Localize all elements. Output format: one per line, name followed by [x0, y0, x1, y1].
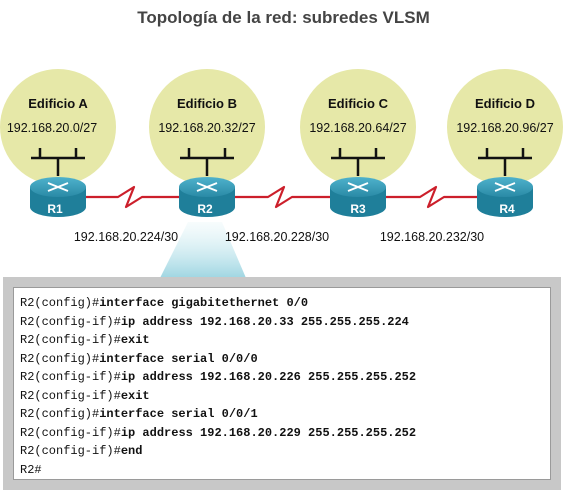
- building-d-name: Edificio D: [475, 96, 535, 111]
- cli-line: R2(config-if)#ip address 192.168.20.33 2…: [20, 313, 544, 332]
- cli-command: exit: [120, 388, 150, 403]
- cli-command: interface gigabitethernet 0/0: [99, 296, 309, 310]
- building-c-name: Edificio C: [328, 96, 389, 111]
- building-b-circle: [149, 69, 265, 185]
- cli-prompt: R2(config-if)#: [20, 425, 121, 440]
- router-r3-label: R3: [350, 202, 366, 216]
- cli-command: exit: [120, 333, 150, 347]
- router-icon: [477, 177, 533, 217]
- cli-line: R2(config-if)#ip address 192.168.20.229 …: [20, 424, 544, 443]
- cli-command: ip address 192.168.20.33 255.255.255.224: [120, 314, 409, 329]
- router-r2-label: R2: [197, 202, 213, 216]
- switch-icon: [31, 148, 85, 176]
- link-r1-r2-network: 192.168.20.224/30: [74, 230, 178, 244]
- building-a-circle: [0, 69, 116, 185]
- building-a-name: Edificio A: [28, 96, 88, 111]
- building-d-circle: [447, 69, 563, 185]
- cli-prompt: R2(config-if)#: [20, 388, 121, 403]
- diagram-title: Topología de la red: subredes VLSM: [137, 8, 430, 27]
- callout-pointer: [160, 222, 246, 278]
- cli-prompt: R2(config-if)#: [20, 444, 121, 458]
- link-r2-r3-network: 192.168.20.228/30: [225, 230, 329, 244]
- cli-line: R2#: [20, 461, 544, 480]
- cli-command: ip address 192.168.20.229 255.255.255.25…: [120, 425, 417, 440]
- cli-line: R2(config-if)#end: [20, 442, 544, 461]
- switch-icon: [180, 148, 234, 176]
- cli-command: ip address 192.168.20.226 255.255.255.25…: [120, 370, 417, 384]
- building-d-network: 192.168.20.96/27: [456, 121, 553, 135]
- cli-line: R2(config)#interface serial 0/0/1: [20, 405, 544, 424]
- cli-prompt: R2#: [20, 462, 42, 477]
- building-b-name: Edificio B: [177, 96, 237, 111]
- router-icon: [30, 177, 86, 217]
- serial-link-icon: [80, 185, 180, 209]
- cli-command: interface serial 0/0/0: [99, 351, 258, 366]
- cli-prompt: R2(config)#: [20, 296, 100, 310]
- link-r3-r4-network: 192.168.20.232/30: [380, 230, 484, 244]
- cli-prompt: R2(config-if)#: [20, 370, 121, 384]
- cli-line: R2(config-if)#exit: [20, 387, 544, 406]
- cli-prompt: R2(config-if)#: [20, 333, 121, 347]
- cli-prompt: R2(config)#: [20, 351, 100, 366]
- router-icon: [330, 177, 386, 217]
- building-b-network: 192.168.20.32/27: [158, 121, 255, 135]
- cli-line: R2(config)#interface serial 0/0/0: [20, 350, 544, 369]
- cli-prompt: R2(config-if)#: [20, 314, 121, 329]
- cli-console: R2(config)#interface gigabitethernet 0/0…: [13, 287, 551, 480]
- serial-link-icon: [232, 185, 332, 209]
- cli-line: R2(config-if)#ip address 192.168.20.226 …: [20, 368, 544, 387]
- cli-prompt: R2(config)#: [20, 407, 100, 421]
- building-c-circle: [300, 69, 416, 185]
- cli-command: interface serial 0/0/1: [99, 407, 258, 421]
- switch-icon: [478, 148, 532, 176]
- building-c-network: 192.168.20.64/27: [309, 121, 406, 135]
- serial-link-icon: [384, 185, 480, 209]
- cli-line: R2(config)#interface gigabitethernet 0/0: [20, 294, 544, 313]
- cli-line: R2(config-if)#exit: [20, 331, 544, 350]
- building-a-network: 192.168.20.0/27: [7, 121, 97, 135]
- router-icon: [179, 177, 235, 217]
- console-panel: R2(config)#interface gigabitethernet 0/0…: [3, 277, 561, 490]
- router-r4-label: R4: [499, 202, 515, 216]
- cli-command: end: [120, 444, 143, 458]
- router-r1-label: R1: [47, 202, 63, 216]
- switch-icon: [331, 148, 385, 176]
